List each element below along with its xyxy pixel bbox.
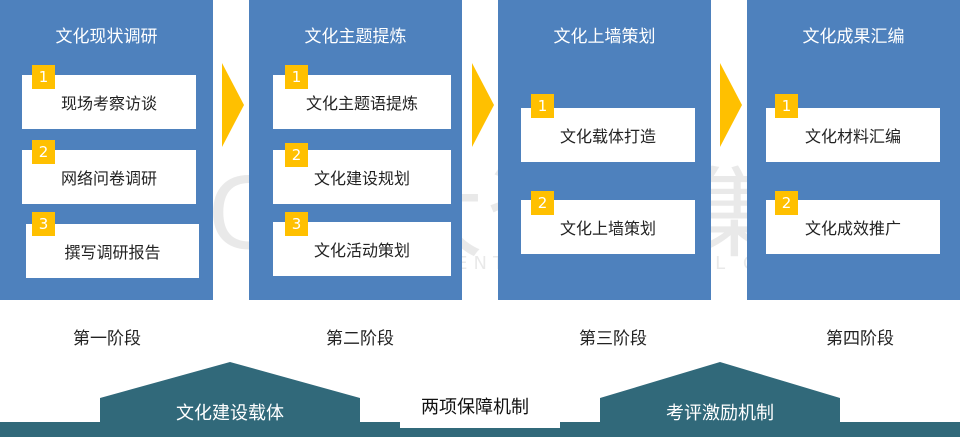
step-card: 文化成效推广 bbox=[766, 200, 940, 254]
step-label: 文化活动策划 bbox=[313, 241, 410, 260]
flow-arrow bbox=[222, 63, 244, 147]
flow-arrow bbox=[472, 63, 494, 147]
step-number-badge: 1 bbox=[285, 65, 308, 89]
stage-label: 第四阶段 bbox=[826, 329, 894, 349]
step-number-badge: 2 bbox=[531, 191, 554, 215]
step-card: 文化建设规划 bbox=[273, 150, 451, 204]
phase-column-2: 文化主题提炼 文化主题语提炼 1 文化建设规划 2 文化活动策划 3 bbox=[249, 0, 462, 300]
step-label: 文化建设规划 bbox=[313, 169, 410, 188]
step-card: 文化载体打造 bbox=[521, 108, 695, 162]
step-number-badge: 2 bbox=[285, 143, 308, 167]
step-label: 文化上墙策划 bbox=[559, 219, 656, 238]
stage-label: 第三阶段 bbox=[579, 329, 647, 349]
stage-label: 第一阶段 bbox=[73, 329, 141, 349]
step-number-badge: 1 bbox=[32, 65, 55, 89]
step-label: 文化成效推广 bbox=[804, 219, 901, 238]
base-right-label: 考评激励机制 bbox=[666, 403, 774, 424]
step-label: 文化主题语提炼 bbox=[305, 94, 418, 113]
left-house-shape bbox=[0, 362, 400, 437]
phase-title: 文化主题提炼 bbox=[304, 27, 407, 47]
flow-arrow bbox=[720, 63, 742, 147]
right-house-shape bbox=[560, 362, 960, 437]
phase-column-1: 文化现状调研 现场考察访谈 1 网络问卷调研 2 撰写调研报告 3 bbox=[0, 0, 213, 300]
phase-title: 文化上墙策划 bbox=[553, 27, 656, 47]
base-left-label: 文化建设载体 bbox=[176, 403, 284, 424]
step-label: 撰写调研报告 bbox=[64, 243, 161, 262]
phase-title: 文化成果汇编 bbox=[802, 27, 905, 47]
step-number-badge: 1 bbox=[531, 94, 554, 118]
step-label: 文化材料汇编 bbox=[804, 127, 901, 146]
step-number-badge: 1 bbox=[775, 94, 798, 118]
step-label: 文化载体打造 bbox=[559, 127, 656, 146]
step-label: 网络问卷调研 bbox=[60, 169, 157, 188]
phase-column-4: 文化成果汇编 文化材料汇编 1 文化成效推广 2 bbox=[747, 0, 960, 300]
stage-label: 第二阶段 bbox=[326, 329, 394, 349]
base-center-label: 两项保障机制 bbox=[421, 397, 529, 418]
step-card: 文化主题语提炼 bbox=[273, 75, 451, 129]
step-label: 现场考察访谈 bbox=[60, 94, 157, 113]
step-number-badge: 3 bbox=[285, 212, 308, 236]
step-number-badge: 2 bbox=[775, 191, 798, 215]
step-number-badge: 2 bbox=[32, 140, 55, 164]
base-bar bbox=[0, 428, 960, 437]
step-number-badge: 3 bbox=[32, 212, 55, 236]
phase-column-3: 文化上墙策划 文化载体打造 1 文化上墙策划 2 bbox=[498, 0, 711, 300]
step-card: 现场考察访谈 bbox=[22, 75, 196, 129]
phase-title: 文化现状调研 bbox=[55, 27, 158, 47]
